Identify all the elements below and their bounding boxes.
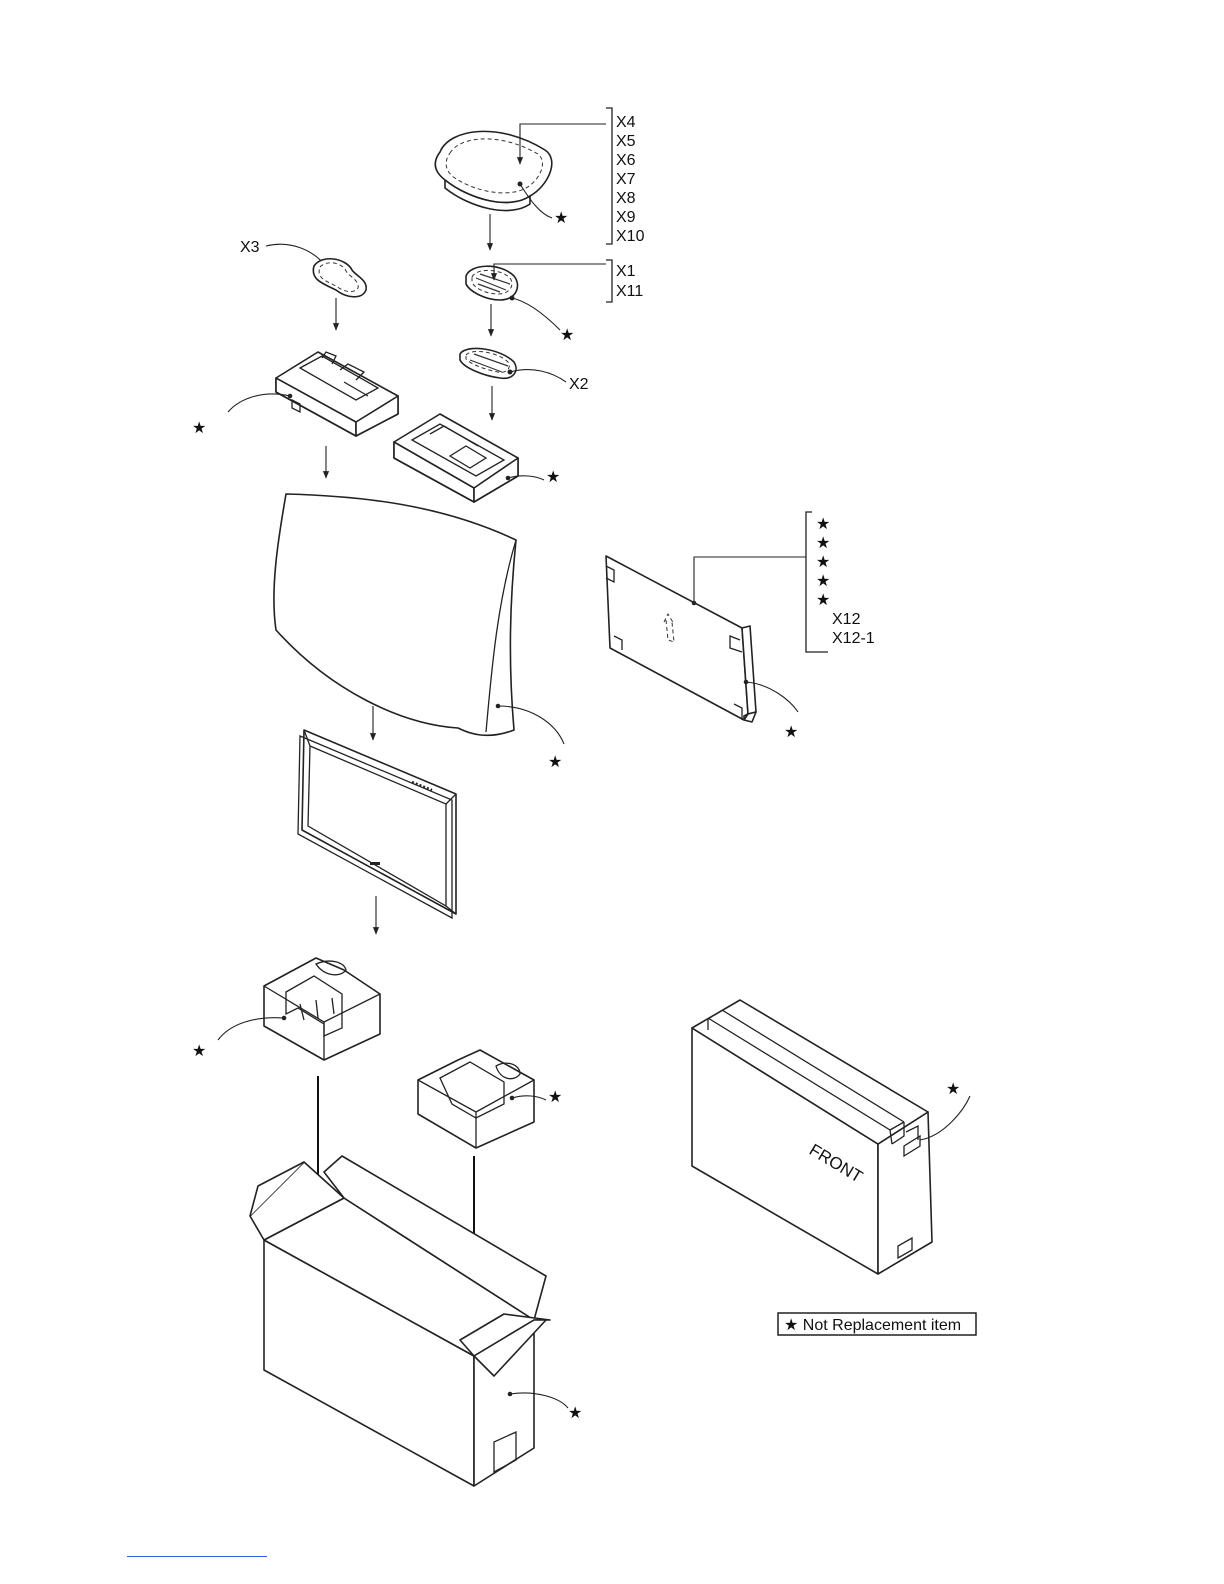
bracket-x1-x11 [606, 260, 612, 302]
accessory-bag-left [313, 259, 366, 297]
accessory-bag-small [460, 348, 566, 382]
part-label: X7 [616, 171, 636, 188]
legend-text: ★ Not Replacement item [784, 1317, 961, 1334]
star-mark: ★ [192, 1043, 206, 1060]
label-group-x4-x10: X4 X5 X6 X7 X8 X9 X10 [616, 114, 645, 245]
star-mark: ★ [784, 724, 798, 741]
accessory-bag-medium [466, 266, 560, 330]
cardboard-sheet [606, 556, 798, 722]
bottom-foam-cushion-right [418, 1050, 546, 1148]
part-label: X2 [569, 376, 589, 393]
star-mark: ★ [816, 554, 830, 571]
protective-cover-bag [274, 494, 564, 744]
star-mark: ★ [554, 210, 568, 227]
star-mark: ★ [560, 327, 574, 344]
tv-unit [298, 730, 456, 918]
part-label: X12-1 [832, 630, 875, 647]
star-mark: ★ [568, 1405, 582, 1422]
footer-rule [127, 1556, 267, 1557]
part-label: X1 [616, 263, 636, 280]
part-label: X4 [616, 114, 636, 131]
legend: ★ Not Replacement item [778, 1313, 976, 1335]
bottom-foam-cushion-left [218, 958, 380, 1060]
part-label: X5 [616, 133, 636, 150]
part-label: X9 [616, 209, 636, 226]
part-label: X10 [616, 228, 645, 245]
star-mark: ★ [548, 1089, 562, 1106]
top-foam-cushion-left [228, 352, 398, 436]
top-foam-cushion-right [394, 414, 544, 502]
part-label: X3 [240, 239, 260, 256]
star-mark: ★ [816, 573, 830, 590]
star-column: ★ ★ ★ ★ ★ [816, 516, 830, 609]
leader-x12 [694, 557, 806, 603]
part-label: X12 [832, 611, 861, 628]
part-label: X11 [616, 283, 643, 300]
leader-x3 [266, 244, 324, 264]
part-label: X8 [616, 190, 636, 207]
star-mark: ★ [816, 535, 830, 552]
star-mark: ★ [816, 516, 830, 533]
star-mark: ★ [946, 1081, 960, 1098]
bracket-x4-x10 [606, 108, 612, 244]
accessory-bag-large [435, 131, 552, 218]
star-mark: ★ [192, 420, 206, 437]
closed-carton-box [692, 1000, 970, 1274]
star-mark: ★ [816, 592, 830, 609]
star-mark: ★ [548, 754, 562, 771]
star-mark: ★ [546, 469, 560, 486]
part-label: X6 [616, 152, 636, 169]
open-carton-box [250, 1156, 568, 1486]
